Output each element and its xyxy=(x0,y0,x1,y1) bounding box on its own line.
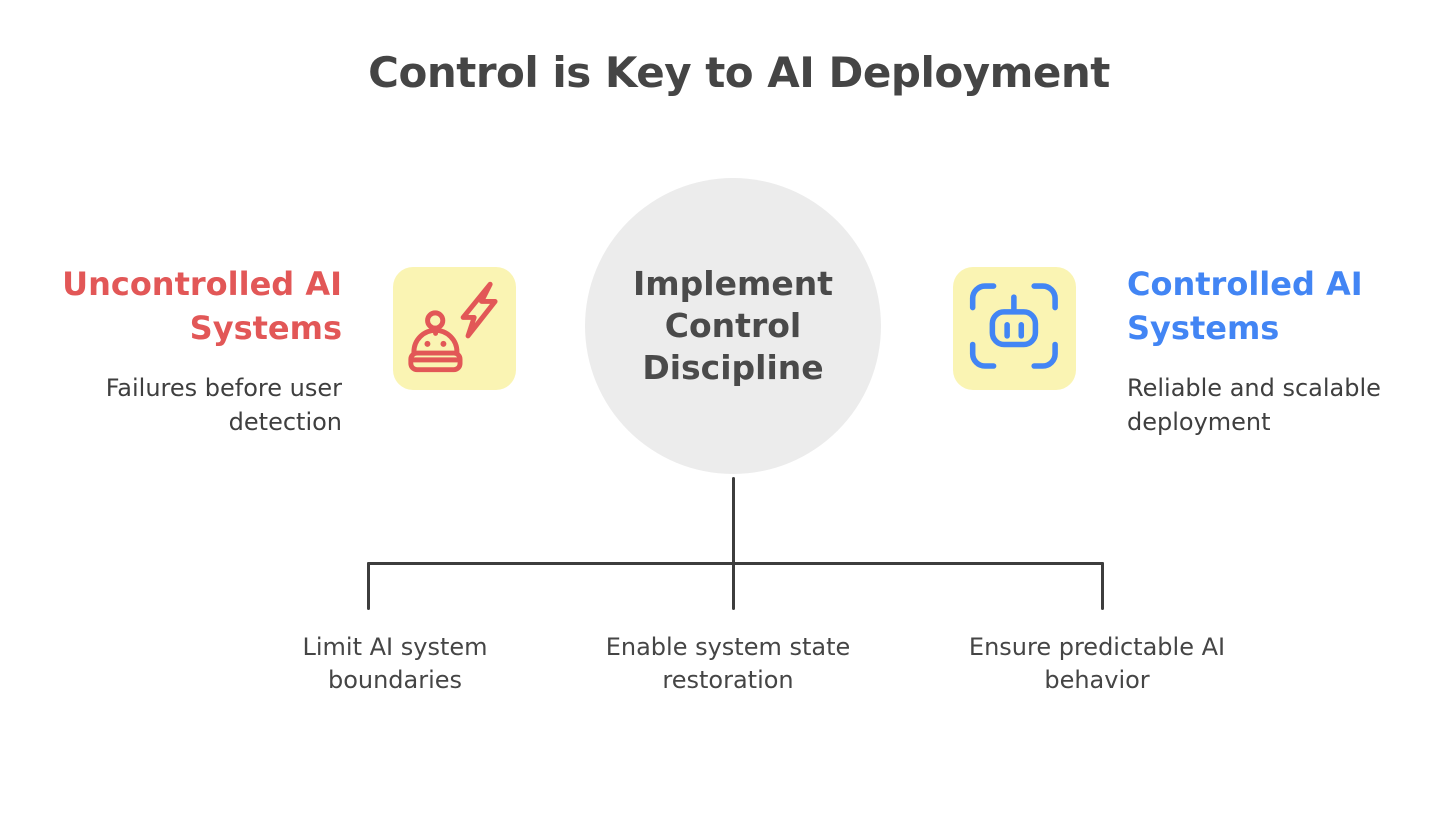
uncontrolled-heading: Uncontrolled AI Systems xyxy=(62,265,342,347)
robot-lightning-icon xyxy=(393,267,516,390)
controlled-heading: Controlled AI Systems xyxy=(1127,265,1363,347)
connector-stem xyxy=(732,477,735,564)
connector-drop-middle xyxy=(732,562,735,610)
uncontrolled-subtitle: Failures before user detection xyxy=(105,374,342,436)
robot-scan-icon xyxy=(953,267,1076,390)
center-node-label: Implement Control Discipline xyxy=(632,264,833,387)
branch-label-limit-boundaries: Limit AI system boundaries xyxy=(302,633,488,694)
controlled-subtitle: Reliable and scalable deployment xyxy=(1127,374,1381,436)
controlled-icon-tile xyxy=(953,267,1076,390)
page-title: Control is Key to AI Deployment xyxy=(368,48,1110,97)
uncontrolled-icon-tile xyxy=(393,267,516,390)
connector-drop-left xyxy=(367,562,370,610)
branch-label-predictable-behavior: Ensure predictable AI behavior xyxy=(968,633,1226,694)
connector-crossbar xyxy=(367,562,1104,565)
connector-drop-right xyxy=(1101,562,1104,610)
branch-label-state-restoration: Enable system state restoration xyxy=(605,633,851,694)
center-node: Implement Control Discipline xyxy=(585,178,881,474)
